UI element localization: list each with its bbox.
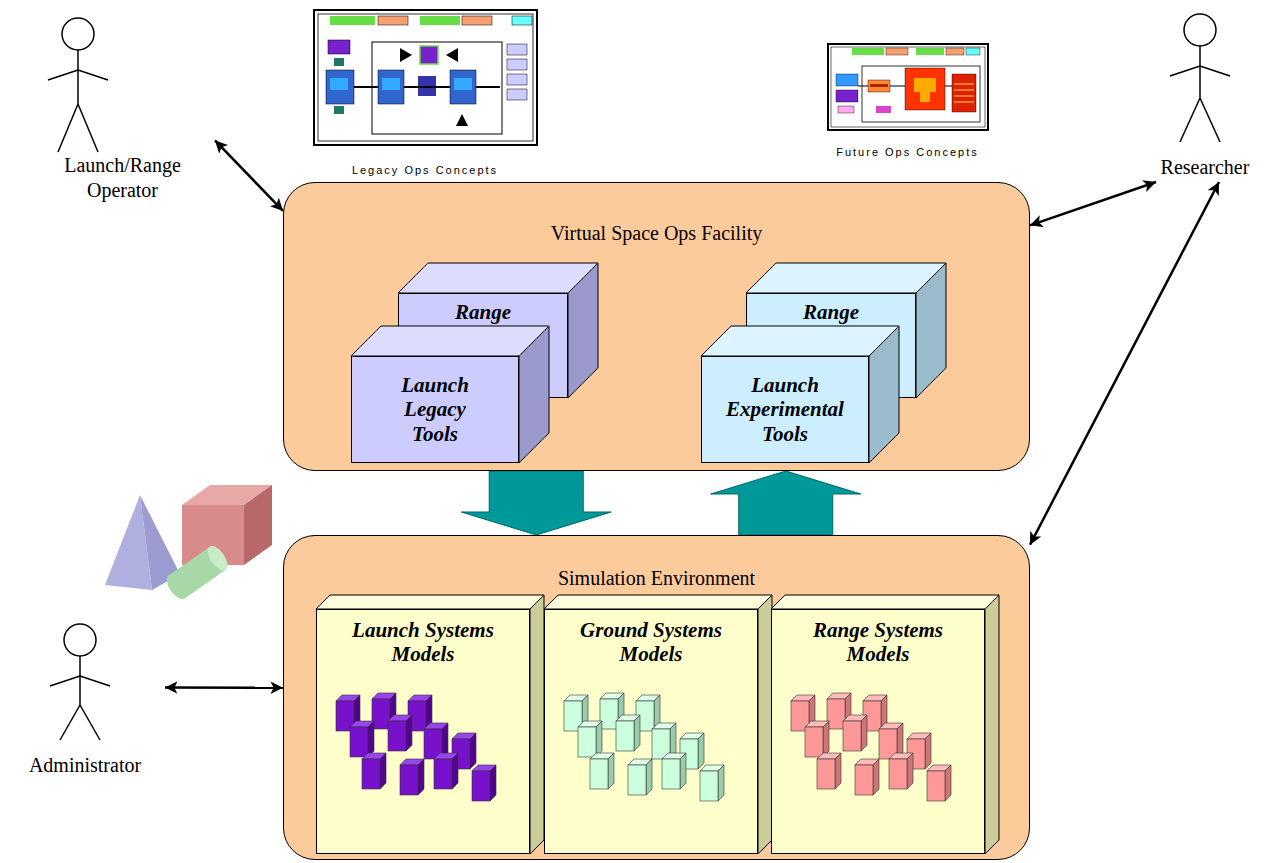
box-top [771, 595, 999, 609]
box-side [519, 326, 549, 463]
picture-caption: Legacy Ops Concepts [352, 164, 498, 178]
flow-arrow [711, 471, 861, 535]
actor-label: Administrator [29, 753, 141, 778]
box-top [746, 263, 946, 293]
concept-picture: Future Ops Concepts [810, 40, 1005, 162]
box-side [568, 263, 598, 398]
model-cube [400, 759, 424, 795]
model-cube [362, 753, 386, 789]
tool-box: Launch Experimental Tools [701, 356, 869, 463]
region-title: Virtual Space Ops Facility [551, 221, 763, 246]
box-top [316, 595, 544, 609]
box-side [916, 263, 946, 398]
box-side [530, 595, 544, 854]
flow-arrow [461, 471, 611, 535]
box-top [544, 595, 772, 609]
box-top [398, 263, 598, 293]
shapes-icon [105, 485, 272, 602]
model-cube [388, 715, 412, 751]
box-label: Launch Systems Models [333, 618, 513, 666]
double-arrow [165, 686, 283, 689]
actor-figure: Launch/Range Operator [30, 15, 215, 205]
model-cube [927, 765, 951, 801]
model-cube [889, 753, 913, 789]
box-label: Launch Experimental Tools [715, 373, 855, 445]
box-label: Range Systems Models [788, 618, 968, 666]
future-ops-picture [828, 44, 988, 130]
model-box: Range Systems Models [771, 609, 985, 854]
box-top [701, 326, 899, 356]
actor-figure: Administrator [5, 615, 165, 780]
double-arrow [215, 140, 283, 211]
model-cube [805, 721, 829, 757]
stick-figure [48, 18, 108, 152]
facility-region: Virtual Space Ops FacilityRangeLaunch Le… [283, 182, 1030, 471]
region-title: Simulation Environment [558, 566, 755, 591]
model-cube [662, 753, 686, 789]
box-label: Range [455, 300, 511, 324]
stick-figure [1170, 14, 1230, 142]
actor-label: Launch/Range Operator [30, 153, 215, 203]
picture-caption: Future Ops Concepts [836, 146, 979, 160]
model-cube [855, 759, 879, 795]
model-cube [817, 753, 841, 789]
tool-box: Launch Legacy Tools [351, 356, 519, 463]
simulation-region: Simulation EnvironmentLaunch Systems Mod… [283, 535, 1030, 860]
model-cube [350, 721, 374, 757]
model-cube [434, 753, 458, 789]
model-cube [843, 715, 867, 751]
model-cube [700, 765, 724, 801]
model-box: Launch Systems Models [316, 609, 530, 854]
concept-picture: Legacy Ops Concepts [300, 8, 550, 180]
model-box: Ground Systems Models [544, 609, 758, 854]
box-side [869, 326, 899, 463]
model-cube [590, 753, 614, 789]
box-label: Ground Systems Models [561, 618, 741, 666]
box-side [985, 595, 999, 854]
model-cube [628, 759, 652, 795]
actor-label: Researcher [1161, 155, 1250, 180]
actor-figure: Researcher [1135, 10, 1275, 182]
double-arrow [1030, 182, 1156, 225]
box-top [351, 326, 549, 356]
stick-figure [50, 624, 110, 740]
box-label: Launch Legacy Tools [385, 373, 485, 445]
legacy-ops-picture [314, 10, 537, 145]
box-label: Range [803, 300, 859, 324]
double-arrow [1030, 182, 1219, 545]
model-cube [616, 715, 640, 751]
box-side [758, 595, 772, 854]
model-cube [472, 765, 496, 801]
model-cube [578, 721, 602, 757]
